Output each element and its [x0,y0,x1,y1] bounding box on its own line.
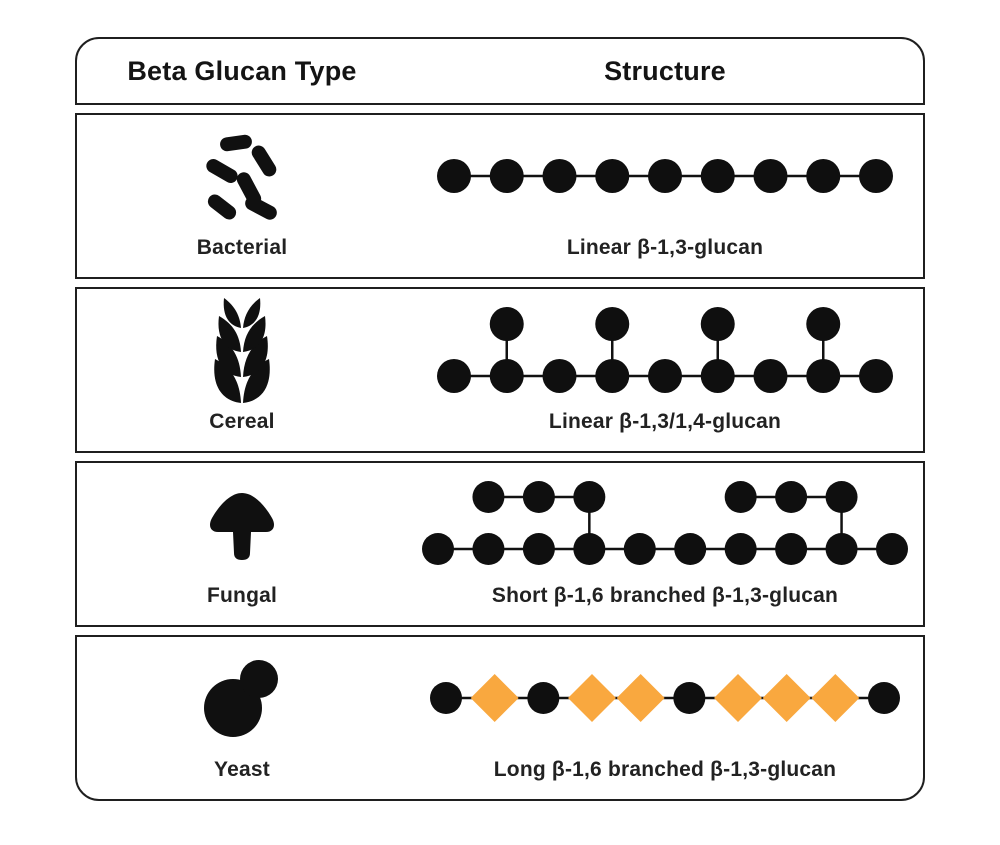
structure-label: Long β-1,6 branched β-1,3-glucan [493,758,837,781]
structure-art [407,463,923,585]
type-cell: Yeast [77,637,407,799]
type-cell: Fungal [77,463,407,625]
structure-art [407,115,923,237]
table-row-cereal: Cereal Linear β-1,3/1,4-glucan [75,287,925,453]
table-row-fungal: Fungal Short β-1,6 branched β-1,3-glucan [75,461,925,627]
structure-cell: Linear β-1,3-glucan [407,115,923,277]
header-structure-column: Structure [604,55,726,86]
mushroom-icon [77,463,407,585]
branched-chain-diagram [422,481,908,565]
branched-chain-diagram [437,307,893,393]
table-header-row: Beta Glucan Type Structure [75,37,925,105]
bacteria-icon [77,115,407,237]
structure-cell: Short β-1,6 branched β-1,3-glucan [407,463,923,625]
structure-label: Short β-1,6 branched β-1,3-glucan [491,584,839,607]
beta-glucan-table: Beta Glucan Type Structure Bacterial L [75,37,925,801]
header-type-column: Beta Glucan Type [127,55,357,86]
wheat-icon [77,289,407,411]
structure-label: Linear β-1,3/1,4-glucan [548,410,782,433]
type-label: Fungal [206,584,278,607]
structure-label: Linear β-1,3-glucan [566,236,764,259]
type-label: Cereal [209,410,275,433]
type-label: Yeast [214,758,270,781]
table-row-yeast: Yeast Long β-1,6 branched β-1,3-glucan [75,635,925,801]
type-label: Bacterial [196,236,288,259]
type-cell: Cereal [77,289,407,451]
structure-cell: Long β-1,6 branched β-1,3-glucan [407,637,923,799]
type-cell: Bacterial [77,115,407,277]
table-row-bacterial: Bacterial Linear β-1,3-glucan [75,113,925,279]
mixed-chain-diagram [430,674,900,722]
structure-cell: Linear β-1,3/1,4-glucan [407,289,923,451]
yeast-icon [77,637,407,759]
structure-art [407,637,923,759]
structure-art [407,289,923,411]
linear-chain-diagram [437,159,893,193]
